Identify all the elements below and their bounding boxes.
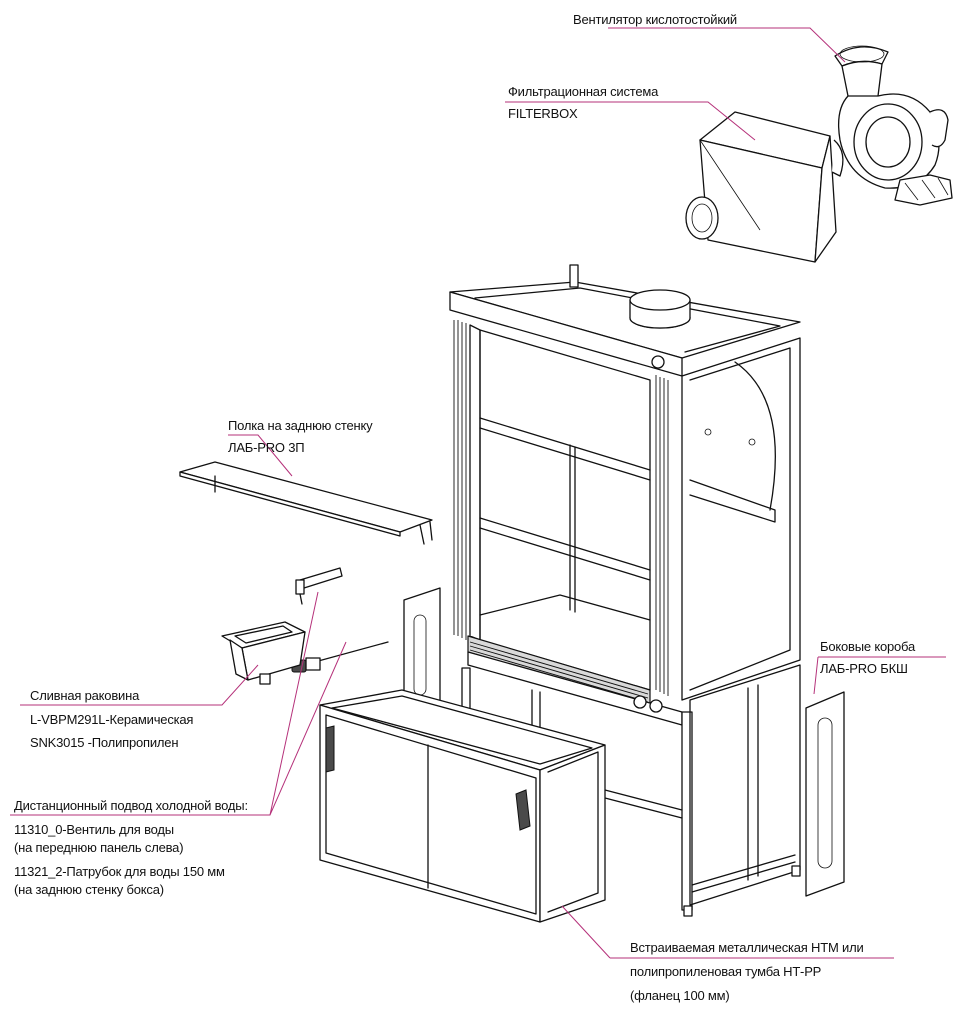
leader-shelf xyxy=(228,434,293,477)
fume-hood-body xyxy=(453,320,801,726)
filterbox-illustration xyxy=(685,111,844,263)
cabinet-flange-note: (фланец 100 мм) xyxy=(630,988,730,1003)
sink-label: Сливная раковина xyxy=(30,688,140,703)
water-valve-model: 11310_0-Вентиль для воды xyxy=(14,822,174,837)
faucet-illustration xyxy=(295,567,343,605)
filter-model: FILTERBOX xyxy=(508,106,578,121)
shelf-label: Полка на заднюю стенку xyxy=(228,418,373,433)
water-valve-note: (на переднюю панель слева) xyxy=(14,840,184,855)
sink-model-ceramic: L-VBPM291L-Керамическая xyxy=(30,712,194,727)
fan-label: Вентилятор кислотостойкий xyxy=(573,12,737,27)
filter-label: Фильтрационная система xyxy=(508,84,659,99)
sink-illustration xyxy=(221,621,306,685)
cabinet-illustration xyxy=(319,689,606,923)
cabinet-alt-label: полипропиленовая тумба НТ-РР xyxy=(630,964,822,979)
leader-filter xyxy=(505,101,756,141)
leader-cabinet xyxy=(561,905,894,959)
side-box-right xyxy=(805,691,845,897)
water-nozzle-note: (на заднюю стенку бокса) xyxy=(14,882,164,897)
shelf-illustration xyxy=(179,461,433,545)
cabinet-label: Встраиваемая металлическая НТМ или xyxy=(630,940,864,955)
leader-lines xyxy=(10,27,946,959)
water-supply-label: Дистанционный подвод холодной воды: xyxy=(14,798,248,813)
leader-fan xyxy=(608,27,846,63)
leader-sink xyxy=(20,664,259,706)
water-nozzle-model: 11321_2-Патрубок для воды 150 мм xyxy=(14,864,225,879)
leader-water xyxy=(10,591,347,816)
fume-hood-top xyxy=(449,264,801,377)
leader-side-boxes xyxy=(813,656,946,695)
sink-model-polypropylene: SNK3015 -Полипропилен xyxy=(30,735,179,750)
side-boxes-model: ЛАБ-PRO БКШ xyxy=(820,661,908,676)
side-boxes-label: Боковые короба xyxy=(820,639,916,654)
fan-illustration xyxy=(834,45,953,206)
shelf-model: ЛАБ-PRO 3П xyxy=(228,440,305,455)
